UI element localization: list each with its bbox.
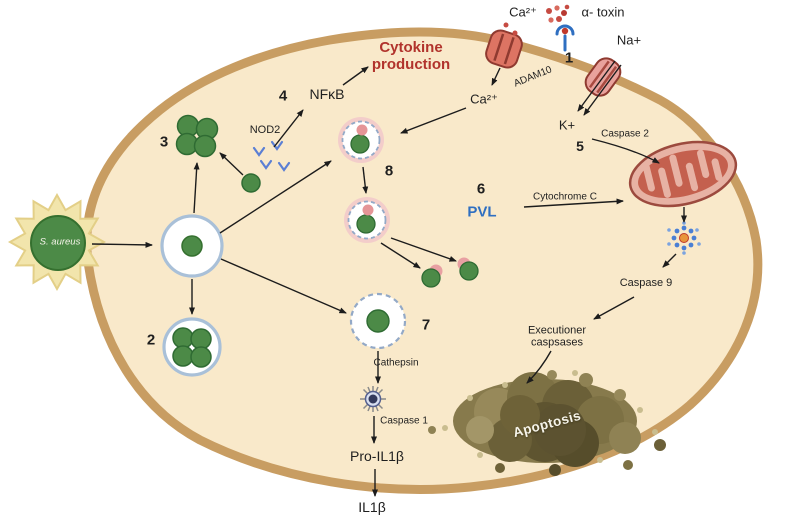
arrow-caspase9-to-executioner xyxy=(593,296,635,320)
arrow-caspase2-to-mitochondria xyxy=(591,138,660,164)
arrow-adam10-to-ca xyxy=(491,67,501,86)
label-executioner-caspases: Executioner caspsases xyxy=(527,324,587,349)
phagosome-7 xyxy=(349,292,407,350)
bacteria-cluster-3 xyxy=(175,114,219,158)
label-nfkb: NFκB xyxy=(309,86,345,103)
label-k: K+ xyxy=(558,117,576,133)
released-bacterium-2 xyxy=(457,257,479,281)
label-cathepsin: Cathepsin xyxy=(373,357,419,369)
apoptosome-icon xyxy=(667,221,701,255)
label-step-7: 7 xyxy=(421,316,431,334)
label-caspase1: Caspase 1 xyxy=(380,415,428,427)
label-ca-extracellular: Ca²⁺ xyxy=(509,4,537,20)
label-ca-intracellular: Ca²⁺ xyxy=(470,91,498,107)
nod2-receptor-icons xyxy=(252,140,291,172)
arrow-nfkb-to-cytokine xyxy=(342,66,369,86)
alpha-toxin-particles xyxy=(546,4,570,23)
autophagosome-a xyxy=(338,117,384,163)
ca-ion xyxy=(512,30,518,36)
label-alpha-toxin: α- toxin xyxy=(581,4,625,20)
label-cytokine-production: Cytokine production xyxy=(371,39,451,73)
label-step-5: 5 xyxy=(576,138,584,155)
label-step-6: 6 xyxy=(476,180,486,198)
label-cytochrome-c: Cytochrome C xyxy=(533,191,597,203)
arrow-8b-to-released1 xyxy=(380,242,421,269)
arrow-ca-to-vesicle8 xyxy=(400,107,467,134)
arrow-nod2-to-nfkb xyxy=(273,109,304,148)
label-step-8: 8 xyxy=(384,162,394,180)
arrow-saureus-to-phagosome xyxy=(91,241,153,248)
label-pro-il1b: Pro-IL1β xyxy=(350,448,404,465)
label-na: Na+ xyxy=(616,32,642,48)
arrow-bacterium-to-cluster3 xyxy=(219,152,244,176)
label-caspase2: Caspase 2 xyxy=(601,128,649,140)
phagosome-2 xyxy=(162,317,222,377)
arrow-na-flux-1 xyxy=(577,60,616,112)
arrow-executioner-to-apoptosis xyxy=(526,350,552,384)
free-bacterium xyxy=(241,173,261,193)
arrow-vesicle8a-to-8b xyxy=(362,166,369,194)
arrow-na-flux-2 xyxy=(583,64,622,116)
autophagosome-b xyxy=(344,197,390,243)
s-aureus-burst xyxy=(7,192,107,292)
arrow-phagosome-to-vesicle7 xyxy=(220,258,347,314)
bacterium-in-phagosome xyxy=(181,235,203,257)
label-il1b: IL1β xyxy=(358,499,386,516)
label-step-2: 2 xyxy=(146,331,156,349)
toxin-receptor-icon xyxy=(555,24,575,52)
ca-ion xyxy=(503,22,509,28)
toxin-in-receptor xyxy=(561,27,569,35)
released-bacterium-1 xyxy=(421,264,443,288)
adam10-channel-icon xyxy=(485,29,523,69)
label-caspase9: Caspase 9 xyxy=(619,276,673,289)
arrow-8b-to-released2 xyxy=(390,237,457,262)
arrow-phagosome-to-cluster3 xyxy=(193,162,200,214)
label-nod2: NOD2 xyxy=(249,123,281,136)
label-step-1: 1 xyxy=(564,49,574,67)
arrow-apoptosome-to-caspase9 xyxy=(662,253,677,268)
arrow-phagosome-to-vesicle8 xyxy=(219,160,332,234)
inflammasome-icon xyxy=(360,386,386,412)
label-pvl: PVL xyxy=(467,203,497,221)
phagosome-main xyxy=(160,214,224,278)
label-step-3: 3 xyxy=(159,133,169,151)
label-s-aureus: S. aureus xyxy=(39,236,81,248)
label-step-4: 4 xyxy=(278,87,288,105)
s-aureus-bacterium xyxy=(30,215,86,271)
arrow-cytochromec-to-mitochondria xyxy=(523,198,624,208)
apoptosis-blob xyxy=(428,370,666,476)
